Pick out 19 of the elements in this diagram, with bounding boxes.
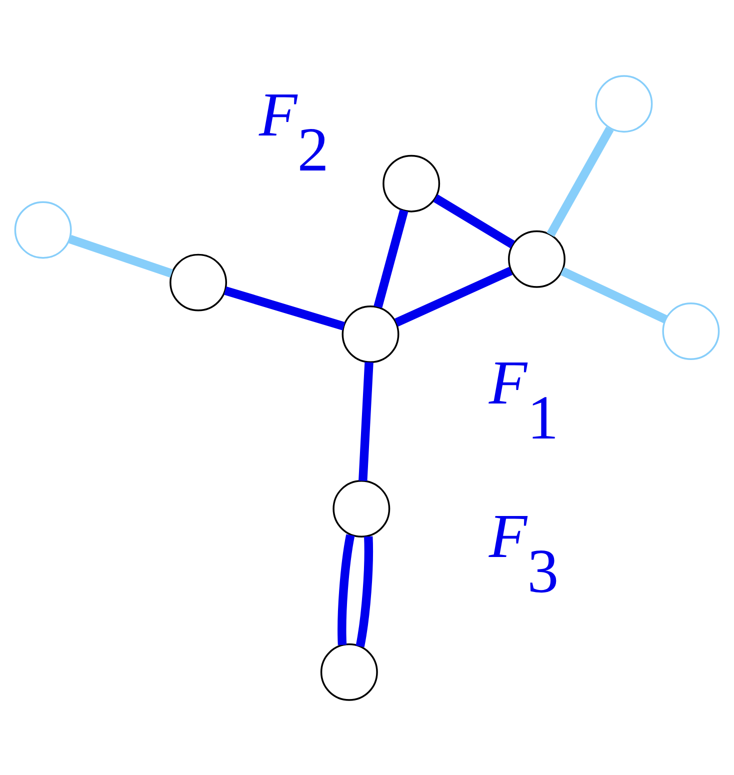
node-circle xyxy=(382,154,440,212)
connector xyxy=(356,536,373,647)
connector xyxy=(394,266,513,326)
node-circle xyxy=(14,200,72,258)
connector xyxy=(433,194,515,248)
connector xyxy=(546,126,614,236)
connector xyxy=(358,362,374,481)
node-circle xyxy=(170,253,228,311)
node-circle xyxy=(332,480,390,537)
node-circle xyxy=(662,302,720,360)
node-circle xyxy=(508,230,566,288)
node-circle xyxy=(320,642,378,700)
connector xyxy=(338,534,355,645)
connector xyxy=(374,208,408,308)
node-circle xyxy=(342,305,400,362)
connector xyxy=(224,286,346,330)
connector xyxy=(68,234,173,278)
node-circle xyxy=(595,74,653,132)
connector xyxy=(560,266,668,323)
